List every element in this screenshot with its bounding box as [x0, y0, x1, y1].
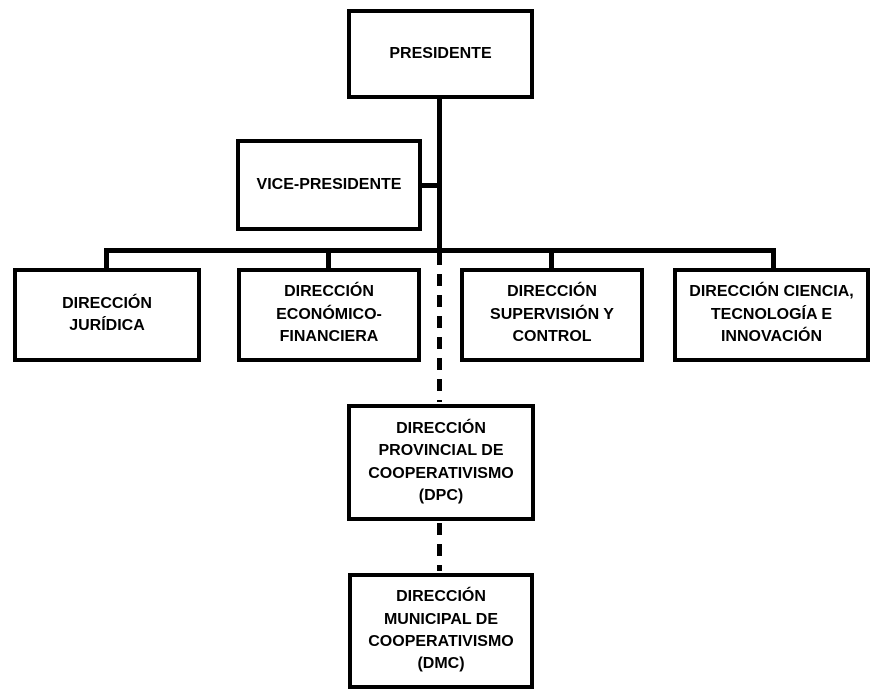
- org-box-direccion-provincial-cooperativismo: DIRECCIÓN PROVINCIAL DE COOPERATIVISMO (…: [347, 404, 535, 521]
- org-box-direccion-juridica: DIRECCIÓN JURÍDICA: [13, 268, 201, 362]
- connector-drop-supervision: [549, 250, 554, 270]
- connector-trunk-vertical: [437, 97, 442, 253]
- connector-dashed-dpc: [437, 253, 442, 402]
- org-box-direccion-supervision-control: DIRECCIÓN SUPERVISIÓN Y CONTROL: [460, 268, 644, 362]
- connector-drop-juridica: [104, 250, 109, 270]
- org-box-direccion-ciencia-tecnologia-innovacion: DIRECCIÓN CIENCIA, TECNOLOGÍA E INNOVACI…: [673, 268, 870, 362]
- org-box-direccion-economico-financiera: DIRECCIÓN ECONÓMICO- FINANCIERA: [237, 268, 421, 362]
- connector-vice-presidente-link: [420, 183, 439, 188]
- org-box-vice-presidente: VICE-PRESIDENTE: [236, 139, 422, 231]
- connector-distribution-line: [104, 248, 776, 253]
- connector-dashed-dmc: [437, 523, 442, 571]
- org-box-presidente: PRESIDENTE: [347, 9, 534, 99]
- connector-drop-ciencia: [771, 250, 776, 270]
- org-box-direccion-municipal-cooperativismo: DIRECCIÓN MUNICIPAL DE COOPERATIVISMO (D…: [348, 573, 534, 689]
- connector-drop-economico: [326, 250, 331, 270]
